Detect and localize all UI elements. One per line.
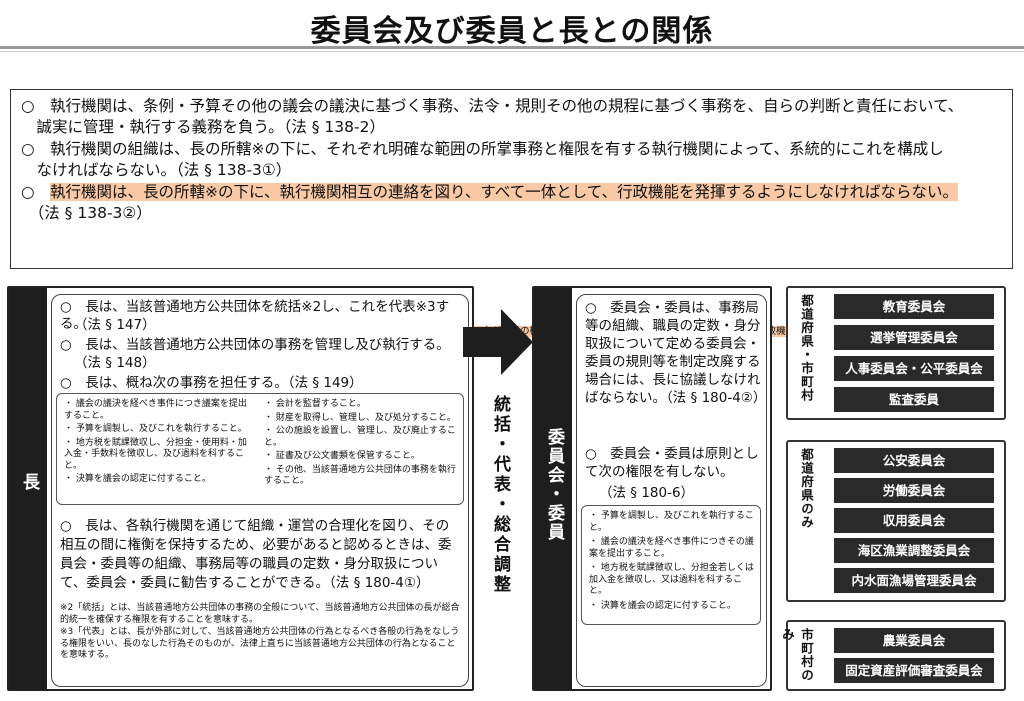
group-label: 都道府県のみ xyxy=(799,448,814,529)
overview-para-2: ○ 執行機関の組織は、長の所轄※の下に、それぞれ明確な範囲の所掌事務と権限を有す… xyxy=(21,140,944,158)
cho-panel: 長 ○ 長は、当該普通地方公共団体を統括※2し、これを代表※3する。 （法 § … xyxy=(7,286,474,691)
committee-item: 収用委員会 xyxy=(834,508,994,533)
arrow-label: 統括・代表・総合調整 xyxy=(490,395,510,595)
iinkai-bracket xyxy=(581,505,761,625)
cho-para-3: ○ 長は、概ね次の事務を担任する。（法 § 149） xyxy=(60,375,363,391)
committee-item: 内水面漁場管理委員会 xyxy=(834,568,994,593)
iinkai-para-1: ○ 委員会・委員は、事務局等の組織、職員の定数・身分取扱について定める委員会・委… xyxy=(585,300,767,406)
title-rule xyxy=(0,46,1024,49)
duty-item: ・ 地方税を賦課徴収し、分担金・使用料・加入金・手数料を徴収し、及び過料を科する… xyxy=(64,437,247,471)
iinkai-label: 委員会・委員 xyxy=(544,428,564,542)
cho-para-4: ○ 長は、各執行機関を通じて組織・運営の合理化を図り、その相互の間に権衡を保持す… xyxy=(60,518,452,591)
overview-para-1-cont: 誠実に管理・執行する義務を負う。（法 § 138-2） xyxy=(21,118,385,136)
iinkai-item: ・ 議会の議決を経べき事件につきその議案を提出すること。 xyxy=(589,537,754,559)
iinkai-panel: 委員会・委員 ○ 委員会・委員は、事務局等の組織、職員の定数・身分取扱について定… xyxy=(532,286,772,691)
overview-para-3-cont: （法 § 138-3②） xyxy=(21,204,152,222)
duties-left-list: ・ 議会の議決を経べき事件につき議案を提出すること。 ・ 予算を調製し、及びこれ… xyxy=(64,399,254,486)
cho-content: ○ 長は、当該普通地方公共団体を統括※2し、これを代表※3する。 （法 § 14… xyxy=(51,294,469,687)
overview-para-2-cont: なければならない。（法 § 138-3①） xyxy=(21,161,292,179)
duty-item: ・ 会計を監督すること。 xyxy=(264,399,366,409)
footnote-3: ※3「代表」とは、長が外部に対して、当該普通地方公共団体の行為となるべき各般の行… xyxy=(60,627,460,660)
duty-item: ・ 議会の議決を経べき事件につき議案を提出すること。 xyxy=(64,399,247,421)
committee-item: 選挙管理委員会 xyxy=(834,325,994,350)
group-label: 市町村のみ xyxy=(780,628,814,682)
iinkai-item: ・ 予算を調製し、及びこれを執行すること。 xyxy=(589,511,754,533)
duty-item: ・ 公の施設を設置し、管理し、及び廃止すること。 xyxy=(264,426,456,448)
cho-para-2: ○ 長は、当該普通地方公共団体の事務を管理し及び執行する。 xyxy=(60,337,450,353)
committee-item: 教育委員会 xyxy=(834,294,994,319)
iinkai-item: ・ 地方税を賦課徴収し、分担金若しくは加入金を徴収し、又は過料を科すること。 xyxy=(589,563,754,596)
overview-para-3-highlight: 執行機関は、長の所轄※の下に、執行機関相互の連絡を図り、すべて一体として、行政機… xyxy=(50,183,958,201)
duty-item: ・ 証書及び公文書類を保管すること。 xyxy=(264,451,420,461)
group-label: 都道府県・市町村 xyxy=(799,294,814,402)
iinkai-para-2-law: （法 § 180-6） xyxy=(599,485,695,501)
cho-label: 長 xyxy=(19,473,39,492)
overview-box: ○ 執行機関は、条例・予算その他の議会の議決に基づく事務、法令・規則その他の規程… xyxy=(10,89,1013,350)
committee-item: 労働委員会 xyxy=(834,478,994,503)
duty-item: ・ 予算を調製し、及びこれを執行すること。 xyxy=(64,424,247,434)
overview-para-3: ○ 執行機関は、長の所轄※の下に、執行機関相互の連絡を図り、すべて一体として、行… xyxy=(21,182,1006,202)
cho-para-1: ○ 長は、当該普通地方公共団体を統括※2し、これを代表※3する。 xyxy=(60,299,450,332)
iinkai-content: ○ 委員会・委員は、事務局等の組織、職員の定数・身分取扱について定める委員会・委… xyxy=(576,294,767,687)
iinkai-sidebar: 委員会・委員 xyxy=(534,288,572,689)
arrow-right-icon xyxy=(463,309,533,375)
duty-item: ・ 財産を取得し、管理し、及び処分すること。 xyxy=(264,412,456,423)
duties-bracket xyxy=(56,393,464,505)
overview-para-3-prefix: ○ xyxy=(21,183,51,201)
page-title: 委員会及び委員と長との関係 xyxy=(310,14,714,49)
duties-right-list: ・ 会計を監督すること。 ・ 財産を取得し、管理し、及び処分すること。 ・ 公の… xyxy=(264,399,459,488)
committee-item: 公安委員会 xyxy=(834,448,994,473)
title-rule-thin xyxy=(0,51,1024,52)
iinkai-para-2: ○ 委員会・委員は原則として次の権限を有しない。 xyxy=(585,446,759,480)
iinkai-item: ・ 決算を議会の認定に付すること。 xyxy=(589,600,736,611)
committee-item: 農業委員会 xyxy=(834,628,994,653)
footnote-2: ※2「統括」とは、当該普通地方公共団体の事務の全般について、当該普通地方公共団体… xyxy=(60,603,460,625)
iinkai-items: ・ 予算を調製し、及びこれを執行すること。 ・ 議会の議決を経べき事件につきその… xyxy=(589,511,757,612)
duty-item: ・ 決算を議会の認定に付すること。 xyxy=(64,474,211,484)
cho-para-2-law: （法 § 148） xyxy=(74,355,156,371)
cho-para-1-law: （法 § 147） xyxy=(74,317,156,333)
committee-item: 海区漁業調整委員会 xyxy=(834,538,994,563)
committee-item: 人事委員会・公平委員会 xyxy=(834,356,994,381)
cho-sidebar: 長 xyxy=(9,288,47,689)
committee-item: 監査委員 xyxy=(834,387,994,412)
duty-item: ・ その他、当該普通地方公共団体の事務を執行すること。 xyxy=(264,464,456,487)
overview-para-1: ○ 執行機関は、条例・予算その他の議会の議決に基づく事務、法令・規則その他の規程… xyxy=(21,97,964,115)
committee-item: 固定資産評価審査委員会 xyxy=(834,658,994,683)
